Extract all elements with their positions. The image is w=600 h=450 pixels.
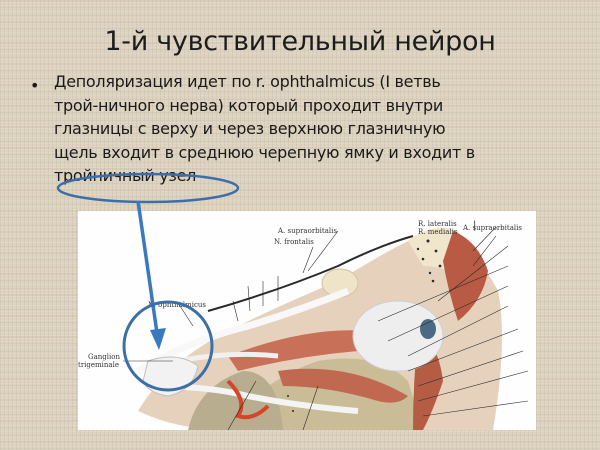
bracket-glyph: | [473,220,477,231]
bullet-line-2: трой-ничного нерва) который проходит вну… [54,95,444,115]
bullet-marker: • [30,76,40,95]
bullet-text: Деполяризация идет по r. ophthalmicus (I… [54,70,590,188]
slide-title: 1-й чувствительный нейрон [104,26,496,57]
label-a-supraorbitalis-right: A. supraorbitalis [463,224,522,232]
orbit-illustration [123,226,529,430]
label-r-medialis: R. medialis [418,228,458,236]
bullet-item: • Деполяризация идет по r. ophthalmicus … [30,70,590,188]
bullet-line-1: Деполяризация идет по r. ophthalmicus (I… [54,72,441,91]
label-r-lateralis: R. lateralis [418,220,457,228]
bullet-line-3: глазницы с верху и через верхнюю глазнич… [54,119,446,138]
label-a-supraorbitalis: A. supraorbitalis [278,227,337,235]
bullet-line-4: щель входит в среднюю черепную ямку и вх… [54,142,475,162]
label-ganglion-line2: trigeminale [78,361,119,369]
anatomy-figure: A. supraorbitalis N. frontalis R. latera… [78,211,536,430]
label-ganglion-line1: Ganglion [88,353,120,361]
label-n-ophthalmicus: N. ophthalmicus [148,301,206,309]
bullet-line-5-highlighted: тройничный узел [54,166,197,185]
label-n-frontalis: N. frontalis [274,238,314,246]
